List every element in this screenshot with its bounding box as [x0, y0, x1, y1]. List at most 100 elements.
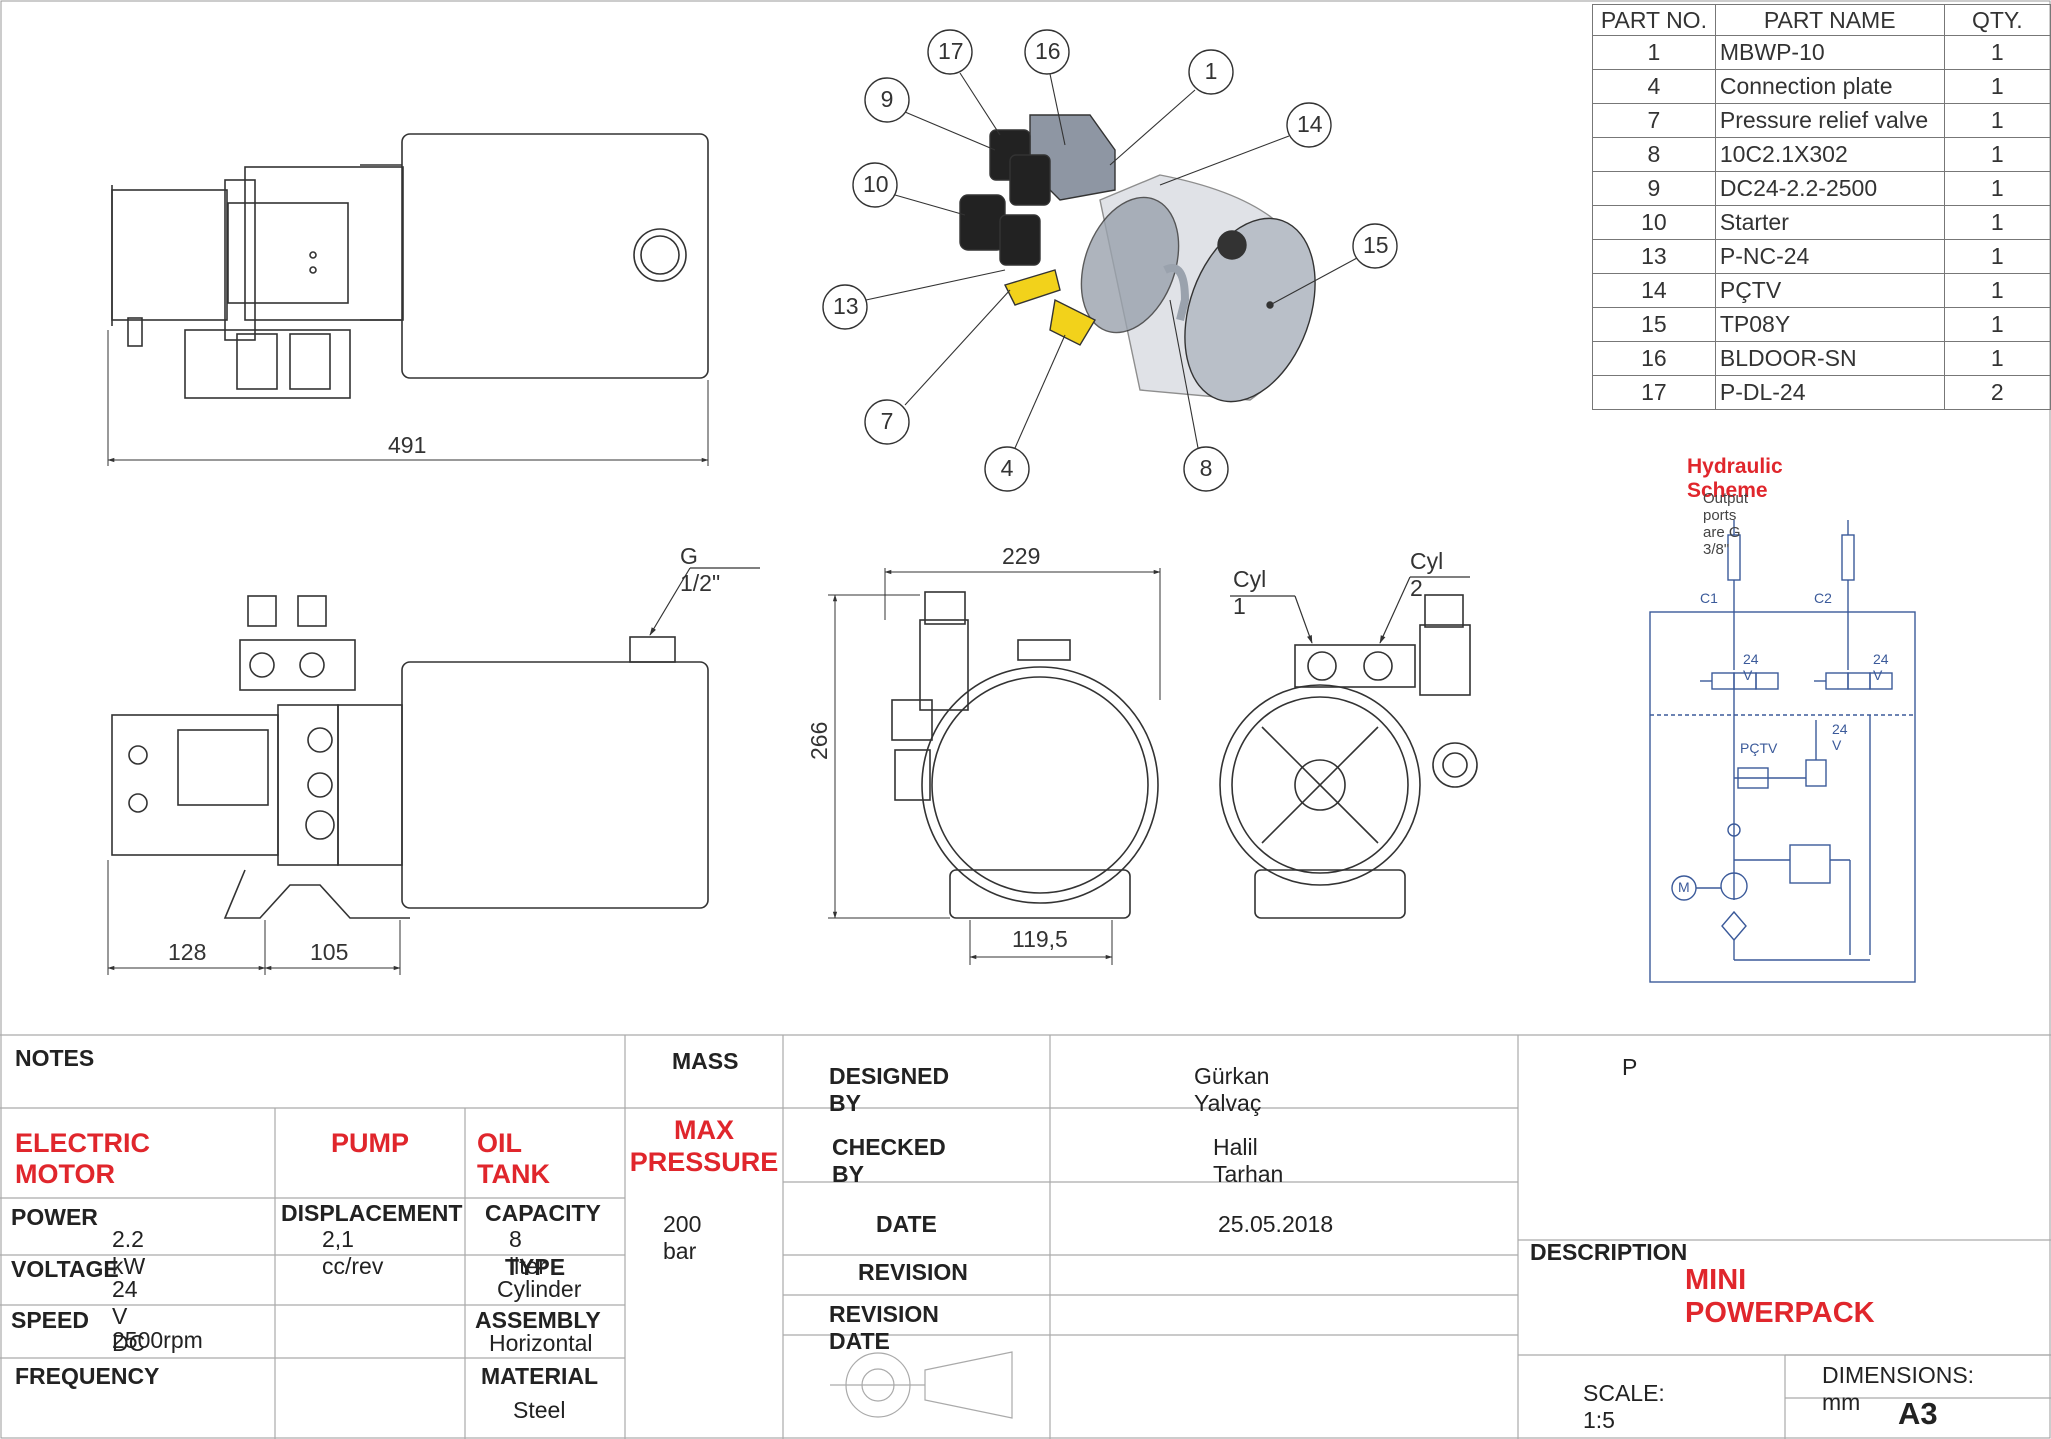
dim-height: 266	[806, 721, 832, 760]
qty-cell: 2	[1943, 375, 2051, 410]
dim-cyl1: Cyl 1	[1233, 566, 1267, 619]
part-no-cell: 17	[1592, 375, 1716, 410]
front-view	[828, 568, 1161, 965]
type-label: TYPE	[505, 1254, 566, 1280]
scheme-motor: M	[1678, 879, 1690, 895]
power-label: POWER	[11, 1204, 98, 1230]
max-pressure-heading: MAX PRESSURE	[629, 1115, 779, 1177]
hydraulic-scheme	[1649, 520, 1916, 983]
displacement-value: 2,1 cc/rev	[322, 1226, 384, 1279]
part-no-cell: 16	[1592, 341, 1716, 376]
part-name-cell: 10C2.1X302	[1714, 137, 1945, 172]
balloon-15: 15	[1363, 232, 1389, 258]
rear-view	[1219, 576, 1478, 919]
balloon-16: 16	[1035, 38, 1061, 64]
power-value: 2.2 kW	[112, 1226, 146, 1279]
balloon-8: 8	[1199, 455, 1213, 481]
projection-symbol	[830, 1351, 1013, 1419]
balloon-17: 17	[938, 38, 964, 64]
dim-overall-length: 491	[388, 432, 427, 458]
type-value: Cylinder	[497, 1276, 582, 1302]
qty-cell: 1	[1943, 307, 2051, 342]
dim-port-label: G 1/2"	[680, 543, 721, 596]
part-no-cell: 4	[1592, 69, 1716, 104]
qty-cell: 1	[1943, 137, 2051, 172]
part-name-cell: PÇTV	[1714, 273, 1945, 308]
qty-cell: 1	[1943, 273, 2051, 308]
part-no-cell: 15	[1592, 307, 1716, 342]
qty-cell: 1	[1943, 103, 2051, 138]
frequency-label: FREQUENCY	[15, 1363, 160, 1389]
part-name-cell: BLDOOR-SN	[1714, 341, 1945, 376]
part-name-cell: Pressure relief valve	[1714, 103, 1945, 138]
part-name-cell: P-DL-24	[1714, 375, 1945, 410]
speed-value: 2500rpm	[112, 1327, 203, 1353]
material-label: MATERIAL	[481, 1363, 599, 1389]
qty-cell: 1	[1943, 341, 2051, 376]
description-value: MINI POWERPACK	[1685, 1264, 1875, 1329]
scheme-voltage-2: 24 V	[1873, 651, 1889, 683]
electric-motor-heading: ELECTRIC MOTOR	[15, 1128, 150, 1189]
dim-mid-section: 105	[310, 939, 349, 965]
balloon-4: 4	[1000, 455, 1014, 481]
pump-heading: PUMP	[331, 1128, 410, 1158]
checked-by-label: CHECKED BY	[832, 1134, 946, 1187]
checked-by-value: Halil Tarhan	[1213, 1134, 1284, 1187]
scheme-voltage-3: 24 V	[1832, 721, 1848, 753]
revision-date-label: REVISION DATE	[829, 1301, 939, 1354]
designed-by-value: Gürkan Yalvaç	[1194, 1063, 1270, 1116]
header-part-no: PART NO.	[1592, 4, 1716, 36]
capacity-value: 8 liter	[509, 1226, 547, 1279]
isometric-view	[959, 114, 1316, 403]
notes-label: NOTES	[15, 1045, 95, 1071]
part-no-cell: 13	[1592, 239, 1716, 274]
voltage-label: VOLTAGE	[11, 1256, 119, 1282]
top-view	[107, 133, 709, 466]
speed-label: SPEED	[11, 1307, 89, 1333]
part-name-cell: TP08Y	[1714, 307, 1945, 342]
date-label: DATE	[876, 1211, 937, 1237]
title-block-grid	[0, 1034, 2051, 1439]
qty-cell: 1	[1943, 35, 2051, 70]
balloon-7: 7	[880, 408, 894, 434]
part-no-cell: 1	[1592, 35, 1716, 70]
scheme-pctv: PÇTV	[1740, 740, 1778, 756]
part-no-cell: 14	[1592, 273, 1716, 308]
balloon-13: 13	[833, 293, 859, 319]
dim-cyl2: Cyl 2	[1410, 548, 1444, 601]
designed-by-label: DESIGNED BY	[829, 1063, 950, 1116]
scheme-subtitle: Output ports are G 3/8"	[1703, 490, 1749, 558]
balloons	[822, 29, 1398, 492]
side-view	[107, 567, 760, 975]
part-name-cell: Starter	[1714, 205, 1945, 240]
voltage-value: 24 V DC	[112, 1276, 146, 1356]
balloon-14: 14	[1297, 111, 1323, 137]
dim-width: 229	[1002, 543, 1041, 569]
part-name-cell: P-NC-24	[1714, 239, 1945, 274]
capacity-label: CAPACITY	[485, 1200, 601, 1226]
revision-label: REVISION	[858, 1259, 968, 1285]
part-name-cell: DC24-2.2-2500	[1714, 171, 1945, 206]
dim-base: 119,5	[1012, 926, 1068, 952]
scheme-voltage-1: 24 V	[1743, 651, 1759, 683]
balloon-leaders	[865, 72, 1358, 449]
part-name-cell: MBWP-10	[1714, 35, 1945, 70]
balloon-1: 1	[1204, 58, 1218, 84]
p-mark: P	[1622, 1054, 1638, 1080]
qty-cell: 1	[1943, 69, 2051, 104]
date-value: 25.05.2018	[1218, 1211, 1334, 1237]
dimensions-unit: DIMENSIONS: mm	[1822, 1362, 1975, 1415]
scale-value: SCALE: 1:5	[1583, 1380, 1665, 1433]
oil-tank-heading: OIL TANK	[477, 1128, 550, 1189]
